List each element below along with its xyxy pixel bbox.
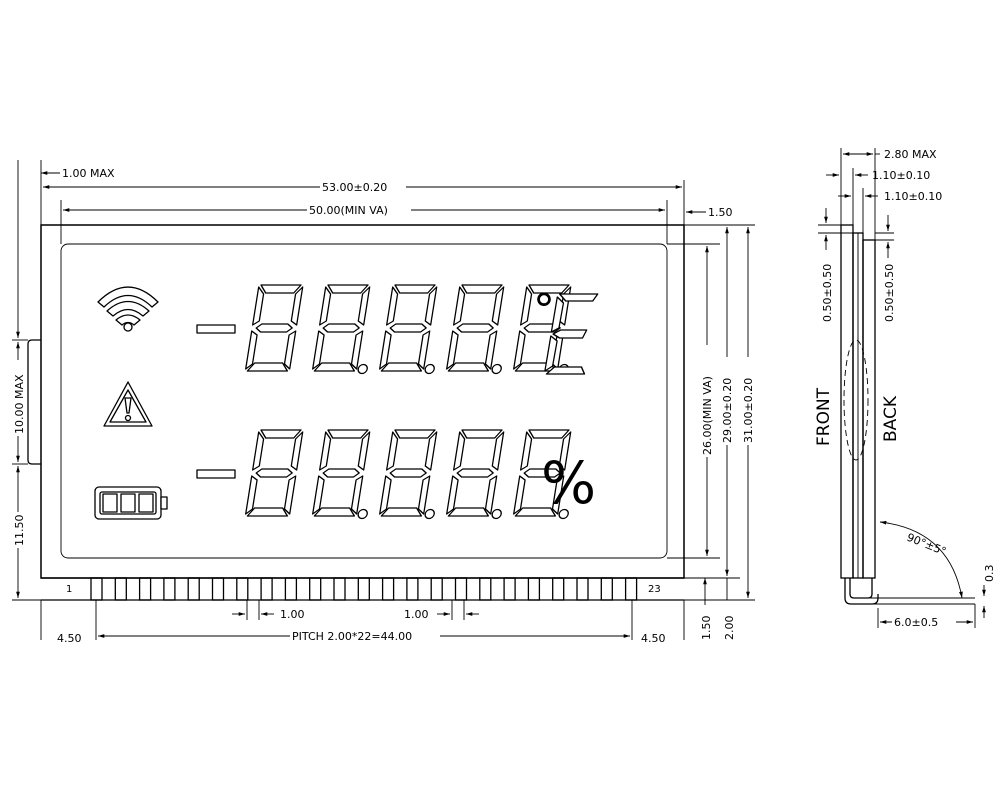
dim-pin-total: 2.00 [723,616,736,641]
seven-segment-digit [312,284,371,375]
pin [454,577,468,601]
unit-letter-e [544,293,599,375]
dim-side-tab: 10.00 MAX [13,374,26,434]
seven-segment-digit [245,429,304,517]
front-view: 1 23 [27,224,685,601]
dim-outline-width: 53.00±0.20 [322,181,387,194]
label-back: BACK [881,395,901,442]
pin [503,577,516,601]
dim-thickness-top: 1.00 MAX [62,167,115,180]
dim-total-height: 31.00±0.20 [742,378,755,443]
pin [236,577,249,601]
dim-view-area-width: 50.00(MIN VA) [309,204,388,217]
seven-segment-digit [245,284,304,372]
pin-last-label: 23 [648,584,661,595]
dim-pin-length: 6.0±0.5 [894,616,938,629]
dim-edge-left: 4.50 [57,632,82,645]
seven-segment-digit [379,284,438,375]
front-dimensions: 1.00 MAX 53.00±0.20 50.00(MIN VA) 1.50 2… [10,160,756,645]
dim-pin-width-right: 1.00 [404,608,429,621]
dim-glass-height: 29.00±0.20 [721,378,734,443]
pin [260,577,273,601]
side-tab [27,339,41,465]
wifi-icon [97,286,159,332]
dim-view-area-height: 26.00(MIN VA) [701,376,714,455]
pin-row [90,577,638,601]
dim-edge-right: 4.50 [641,632,666,645]
dim-pin-thickness: 0.3 [983,565,996,583]
pin [211,577,225,601]
warning-icon [103,381,153,427]
pin [90,577,103,601]
dim-pin-height: 1.50 [700,616,713,641]
pin [600,577,613,601]
sealing-ellipse [843,339,869,461]
battery-icon [94,486,168,520]
seven-segment-digit [379,429,438,520]
seven-segment-digit [312,429,371,520]
display-row-humidity [196,429,572,520]
dim-glass-front: 1.10±0.10 [872,169,930,182]
view-area [60,243,668,559]
pin-first-label: 1 [66,584,72,595]
pin [527,577,541,601]
seven-segment-digit [446,284,505,375]
seven-segment-digit [446,429,505,520]
display-row-temperature [196,284,572,375]
dim-pitch: PITCH 2.00*22=44.00 [292,630,412,643]
dim-glass-back: 1.10±0.10 [884,190,942,203]
dim-pin-width-left: 1.00 [280,608,305,621]
angle-arc [879,520,963,599]
dim-total-thickness: 2.80 MAX [884,148,937,161]
dim-angle: 90°±5° [905,531,948,558]
pin-leg [844,578,879,605]
pin [333,577,346,601]
pin [114,577,127,601]
pin [138,577,152,601]
minus-sign [196,469,236,479]
label-front: FRONT [814,387,834,446]
dim-offset-front: 0.50±0.50 [821,264,834,322]
pin [576,577,589,601]
row2-unit: % [541,449,596,517]
pin [163,577,176,601]
dim-offset-back: 0.50±0.50 [883,264,896,322]
pin [187,577,200,601]
pin [552,577,565,601]
pin [284,577,298,601]
lcd-display: ° % [94,284,599,520]
pin [624,577,638,601]
pin [357,577,370,601]
pin [406,577,419,601]
pin [430,577,443,601]
seven-segment-digit [513,429,572,520]
dim-side-offset: 11.50 [13,515,26,547]
pin [381,577,395,601]
minus-sign [196,324,236,334]
dim-right-margin: 1.50 [708,206,733,219]
row1-degree-symbol: ° [533,285,555,336]
polarizer [862,239,876,579]
side-view: FRONT BACK 2.80 MAX 1.10±0.10 1.10±0.10 … [814,148,996,629]
pin [479,577,492,601]
front-glass [840,224,854,579]
pin [309,577,322,601]
